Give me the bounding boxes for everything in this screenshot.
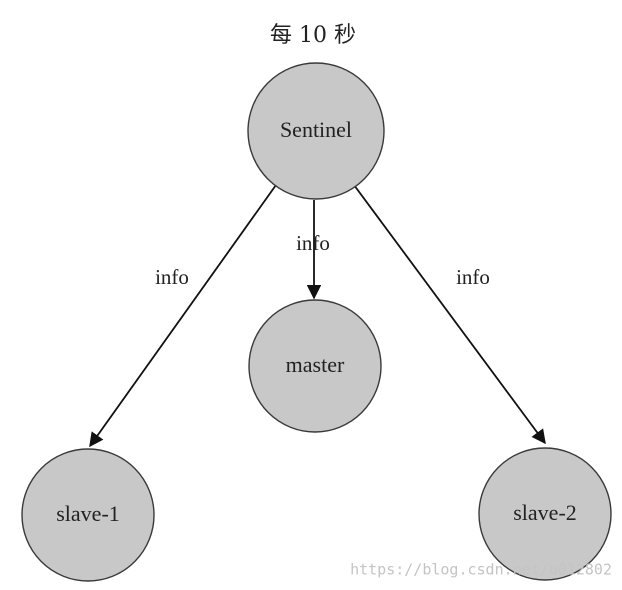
edge-sentinel-to-slave1 <box>89 184 277 448</box>
node-sentinel-label: Sentinel <box>280 117 352 142</box>
edge-label-slave1: info <box>155 265 189 289</box>
node-slave1-circle <box>21 448 155 582</box>
edges <box>89 184 546 448</box>
node-master: master <box>248 299 382 433</box>
edge-label-slave2: info <box>456 265 490 289</box>
node-slave2-label: slave-2 <box>513 500 577 525</box>
edge-sentinel-to-slave2 <box>353 184 546 445</box>
node-master-label: master <box>286 352 345 377</box>
node-sentinel-circle <box>247 62 385 200</box>
node-sentinel: Sentinel <box>247 62 385 200</box>
node-slave1-label: slave-1 <box>56 501 120 526</box>
node-slave1: slave-1 <box>21 448 155 582</box>
node-master-circle <box>248 299 382 433</box>
diagram-title: 每 10 秒 <box>270 23 356 48</box>
node-slave2: slave-2 <box>478 447 612 581</box>
edge-label-master: info <box>296 231 330 255</box>
watermark-text: https://blog.csdn.net/u012802 <box>350 561 612 579</box>
node-slave2-circle <box>478 447 612 581</box>
